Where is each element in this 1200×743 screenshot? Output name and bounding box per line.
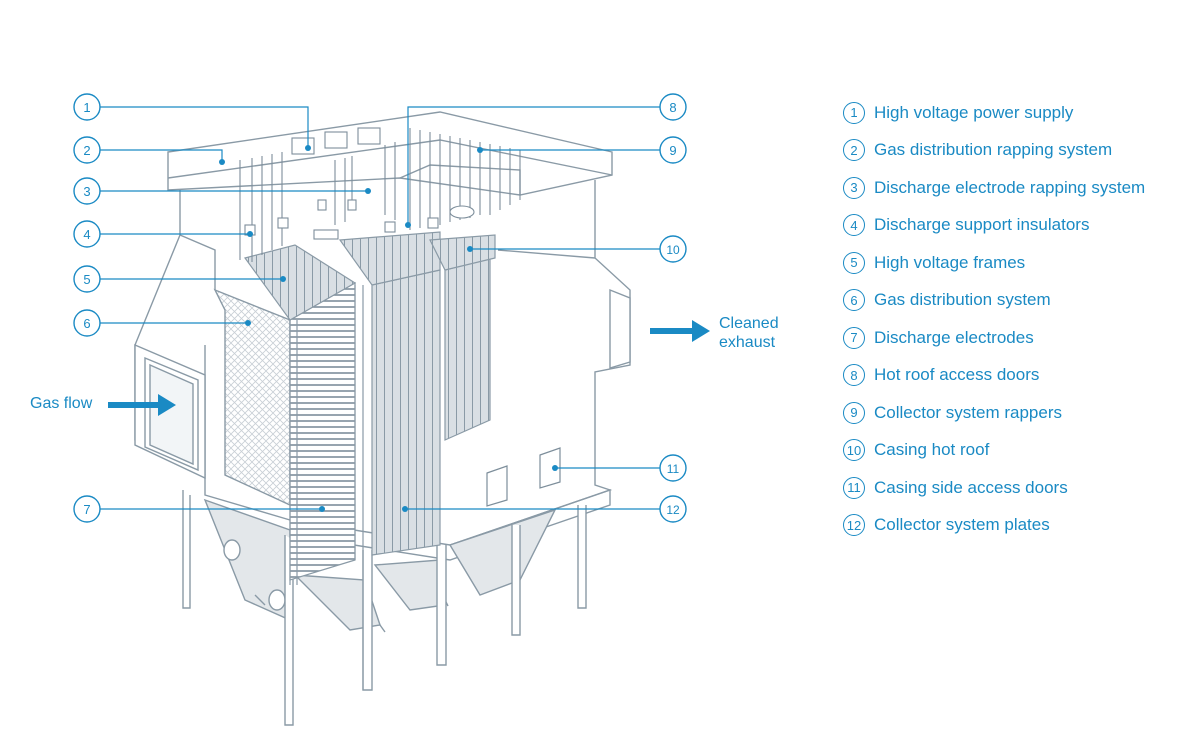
callout-marker-4: 4 — [73, 220, 101, 248]
legend-number: 1 — [843, 101, 865, 124]
flow-arrows: Gas flow Cleaned exhaust — [30, 315, 779, 416]
legend-number: 10 — [843, 439, 865, 462]
legend-label: Collector system plates — [874, 515, 1050, 535]
callout-marker-11: 11 — [659, 454, 687, 482]
callout-marker-7: 7 — [73, 495, 101, 523]
callout-marker-3: 3 — [73, 177, 101, 205]
legend-number: 9 — [843, 401, 865, 424]
legend-item: 9 Collector system rappers — [843, 394, 1193, 432]
callout-marker-1: 1 — [73, 93, 101, 121]
legend-label: Collector system rappers — [874, 402, 1063, 422]
callout-marker-5: 5 — [73, 265, 101, 293]
plate-banks — [243, 231, 496, 690]
legend-label: Discharge electrode rapping system — [874, 177, 1146, 197]
legend-label: Hot roof access doors — [874, 365, 1040, 385]
legend-item: 8 Hot roof access doors — [843, 357, 1193, 395]
legend-label: High voltage frames — [874, 252, 1026, 272]
callout-markers: 1 2 3 4 5 6 7 8 9 10 11 12 — [73, 93, 687, 523]
legend-label: High voltage power supply — [874, 102, 1074, 122]
svg-text:2: 2 — [83, 143, 90, 158]
callout-marker-9: 9 — [659, 136, 687, 164]
gas-flow-label: Gas flow — [30, 395, 93, 412]
roof-slab — [167, 111, 613, 196]
right-casing — [449, 180, 631, 546]
legend-number: 3 — [843, 176, 865, 199]
callout-marker-2: 2 — [73, 136, 101, 164]
svg-text:5: 5 — [83, 272, 90, 287]
legend-number: 8 — [843, 364, 865, 387]
legend-item: 4 Discharge support insulators — [843, 207, 1193, 245]
electrode-bank-7 — [289, 281, 356, 581]
callout-dots — [219, 145, 558, 512]
legend-item: 1 High voltage power supply — [843, 94, 1193, 132]
legend-item: 6 Gas distribution system — [843, 282, 1193, 320]
svg-text:9: 9 — [669, 143, 676, 158]
legend-label: Gas distribution rapping system — [874, 140, 1113, 160]
callout-marker-6: 6 — [73, 309, 101, 337]
callout-leaders — [100, 106, 660, 510]
svg-text:8: 8 — [669, 100, 676, 115]
hopper-mid2 — [373, 559, 446, 611]
legend-item: 12 Collector system plates — [843, 507, 1193, 545]
legend-label: Gas distribution system — [874, 290, 1051, 310]
legend-number: 11 — [843, 476, 865, 499]
gas-distribution-screen — [213, 288, 291, 507]
legend-item: 2 Gas distribution rapping system — [843, 132, 1193, 170]
legend-item: 10 Casing hot roof — [843, 432, 1193, 470]
cleaned-exhaust-label-1: Cleaned — [719, 315, 779, 332]
cleaned-exhaust-label-2: exhaust — [719, 334, 776, 351]
callout-marker-12: 12 — [659, 495, 687, 523]
legend-number: 4 — [843, 214, 865, 237]
legend-label: Casing hot roof — [874, 440, 990, 460]
legend-item: 11 Casing side access doors — [843, 469, 1193, 507]
roof-equipment — [239, 127, 521, 262]
legend-item: 3 Discharge electrode rapping system — [843, 169, 1193, 207]
legend-item: 7 Discharge electrodes — [843, 319, 1193, 357]
legend-number: 5 — [843, 251, 865, 274]
side-access-doors — [486, 447, 561, 507]
callout-marker-8: 8 — [659, 93, 687, 121]
svg-text:7: 7 — [83, 502, 90, 517]
legend-label: Discharge electrodes — [874, 327, 1034, 347]
svg-text:12: 12 — [666, 503, 680, 517]
legend-item: 5 High voltage frames — [843, 244, 1193, 282]
svg-text:3: 3 — [83, 184, 90, 199]
plates-bank-10 — [444, 257, 491, 441]
svg-text:6: 6 — [83, 316, 90, 331]
outlet-arrow — [650, 320, 710, 342]
svg-text:1: 1 — [83, 100, 90, 115]
support-legs — [182, 490, 587, 726]
legend-number: 2 — [843, 139, 865, 162]
legend-number: 12 — [843, 514, 865, 537]
inlet-arrow — [108, 394, 176, 416]
legend-label: Discharge support insulators — [874, 215, 1090, 235]
svg-text:11: 11 — [667, 462, 680, 476]
svg-text:4: 4 — [83, 227, 90, 242]
legend-label: Casing side access doors — [874, 477, 1068, 497]
precipitator-structure — [134, 111, 631, 726]
svg-text:10: 10 — [666, 243, 680, 257]
legend-number: 6 — [843, 289, 865, 312]
callout-marker-10: 10 — [659, 235, 687, 263]
plates-bank-12 — [371, 269, 441, 556]
legend-number: 7 — [843, 326, 865, 349]
